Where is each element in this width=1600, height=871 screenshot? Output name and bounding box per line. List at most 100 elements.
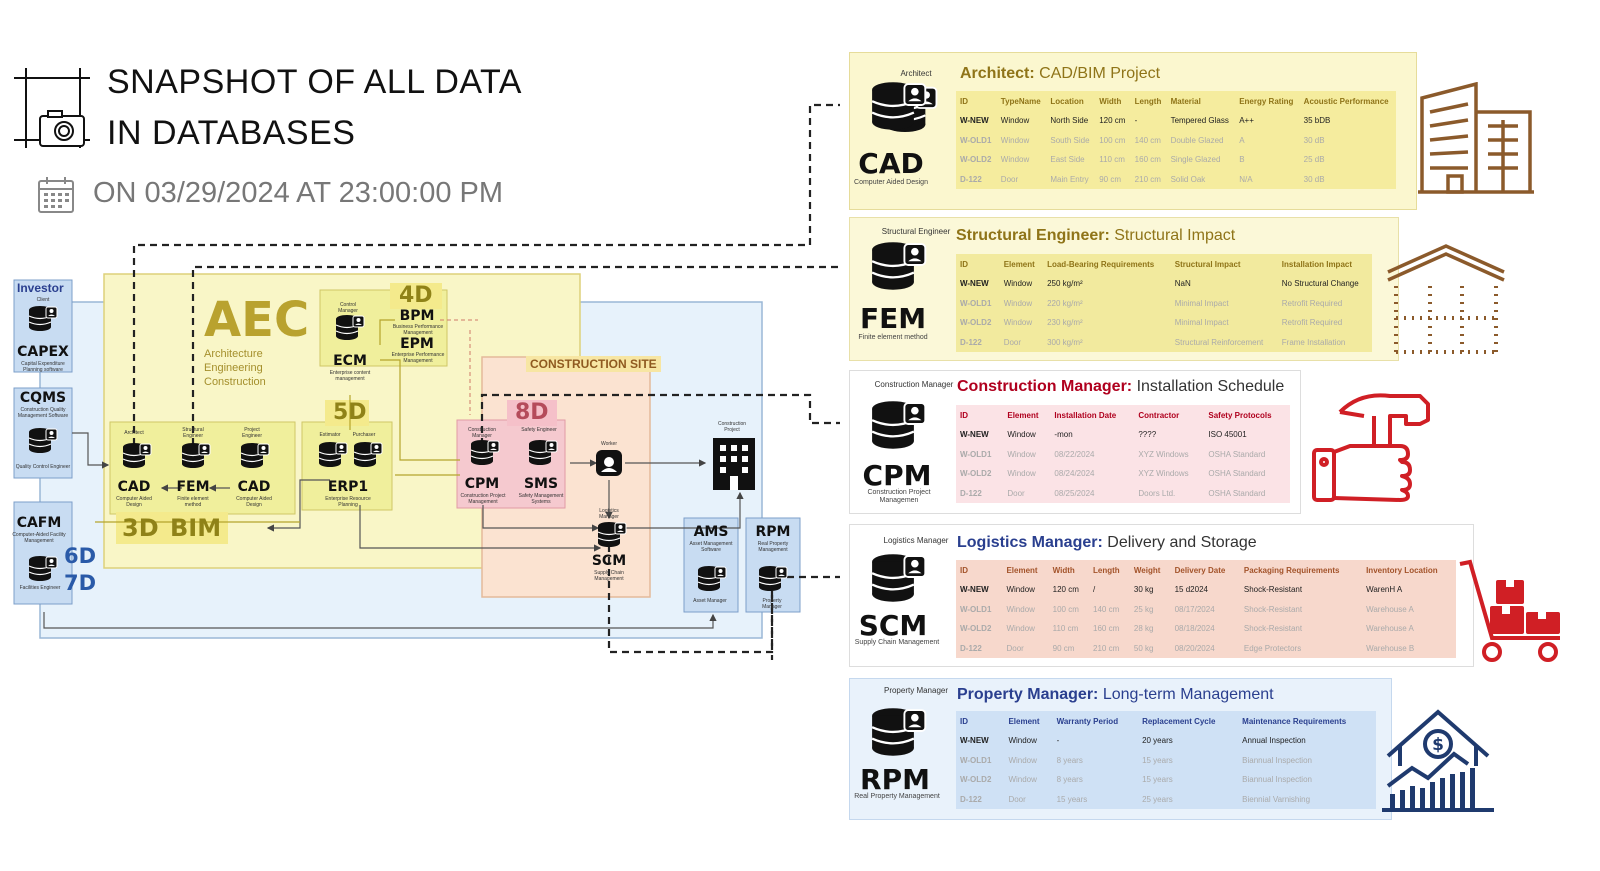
capex-label: CAPEX [17,344,69,360]
table-cell: - [1134,116,1138,126]
table-header-cell: Replacement Cycle [1142,716,1216,726]
table-cell: 08/20/2024 [1174,643,1215,653]
table-cell: 8 years [1056,775,1083,785]
table-cell: OSHA Standard [1208,488,1266,498]
table-cell: XYZ Windows [1138,449,1189,459]
table-cell: Biennial Varnishing [1242,794,1311,804]
table-cell: 160 cm [1134,155,1161,165]
panel-rpm-title: Property Manager: Long-term Management [957,686,1274,703]
erp-label: ERP1 [327,479,369,495]
table-cell: 220 kg/m² [1047,298,1083,308]
worker-label: Worker [600,441,618,447]
rpm-label: RPM [755,524,791,540]
table-cell: A [1239,135,1245,145]
scm-label: SCM [591,553,627,569]
table-cell: Shock-Resistant [1243,585,1303,595]
table-cell: Doors Ltd. [1138,488,1176,498]
table-header-cell: Element [1008,716,1040,726]
table-cell: Window [1003,279,1033,289]
table-cell: 30 dB [1303,135,1325,145]
panel-scm: Logistics Manager SCM Supply Chain Manag… [849,524,1474,667]
table-cell: Retrofit Required [1281,298,1343,308]
asset-manager-label: Asset Manager [693,598,727,604]
table-header-cell: Warranty Period [1056,716,1119,726]
table-cell: Double Glazed [1170,135,1224,145]
ams-label: AMS [693,524,729,540]
capex-sub: Capital Expenditure Planning software [21,361,65,373]
4d-label: 4D [399,283,433,308]
table-cell: 08/25/2024 [1054,488,1095,498]
table-cell: Warehouse B [1366,643,1415,653]
table-cell: W-OLD2 [960,624,992,634]
aec-sub3: Construction [204,376,266,388]
table-cell: 300 kg/m² [1047,337,1083,347]
cpm-sub: Construction Project Management [460,493,506,505]
table-cell: 15 d2024 [1174,585,1208,595]
table-header-cell: Structural Impact [1174,259,1241,269]
purchaser-label: Purchaser [352,432,376,438]
table-header-cell: Inventory Location [1366,565,1438,575]
table-cell: Window [1007,449,1036,459]
house-growth-icon: $ [1382,709,1494,812]
table-cell: 28 kg [1133,624,1154,634]
table-cell: W-OLD2 [960,469,992,479]
table-cell: D-122 [960,174,982,184]
table-cell: 140 cm [1134,135,1161,145]
panel-cpm-title: Construction Manager: Installation Sched… [957,378,1285,395]
calendar-icon [38,177,74,213]
camera-frame-icon [14,68,90,148]
table-cell: 120 cm [1099,116,1126,126]
table-cell: W-NEW [960,585,989,595]
table-cell: Door [1007,488,1025,498]
snapshot-date: ON 03/29/2024 AT 23:00:00 PM [93,177,504,209]
table-cell: 30 dB [1303,174,1325,184]
table-cell: Single Glazed [1170,155,1221,165]
table-cell: Window [1006,604,1035,614]
table-cell: 25 years [1142,794,1173,804]
table-cell: W-OLD1 [960,135,992,145]
table-cell: -mon [1054,430,1073,440]
ams-sub: Asset Management Software [689,541,733,553]
table-header-cell: Delivery Date [1174,565,1226,575]
table-cell: 90 cm [1099,174,1122,184]
table-header-cell: ID [960,565,968,575]
table-cell: W-OLD1 [960,298,992,308]
architect-label: Architect [124,430,144,436]
table-cell: NaN [1174,279,1191,289]
table-cell: Window [1006,585,1035,595]
page-title-line1: SNAPSHOT OF ALL DATA [107,63,522,101]
table-cell: Window [1007,469,1036,479]
table-cell: Minimal Impact [1174,318,1229,328]
sms-label: SMS [523,476,559,492]
table-cell: 08/17/2024 [1174,604,1215,614]
table-cell: Window [1000,155,1030,165]
estimator-label: Estimator [319,432,341,438]
panel-fem-abbr: FEM [859,302,927,335]
panel-cpm-abbr: CPM [862,459,932,492]
cpm-label: CPM [464,476,500,492]
building-icon [713,438,755,490]
table-cell: Warehouse A [1366,604,1414,614]
panel-scm-sub: Supply Chain Management [854,639,940,646]
sms-sub: Safety Management Systems [518,493,564,505]
table-header-cell: Element [1003,259,1035,269]
table-cell: 230 kg/m² [1047,318,1083,328]
panel-cpm: Construction Manager CPM Construction Pr… [849,370,1301,514]
table-header-cell: Weight [1133,565,1161,575]
bpm-sub: Business Performance Management [392,324,444,336]
panel-fem-sub: Finite element method [858,334,928,341]
panel-rpm-abbr: RPM [860,763,930,796]
panel-fem-role: Structural Engineer [881,227,951,236]
table-cell: 50 kg [1133,643,1154,653]
